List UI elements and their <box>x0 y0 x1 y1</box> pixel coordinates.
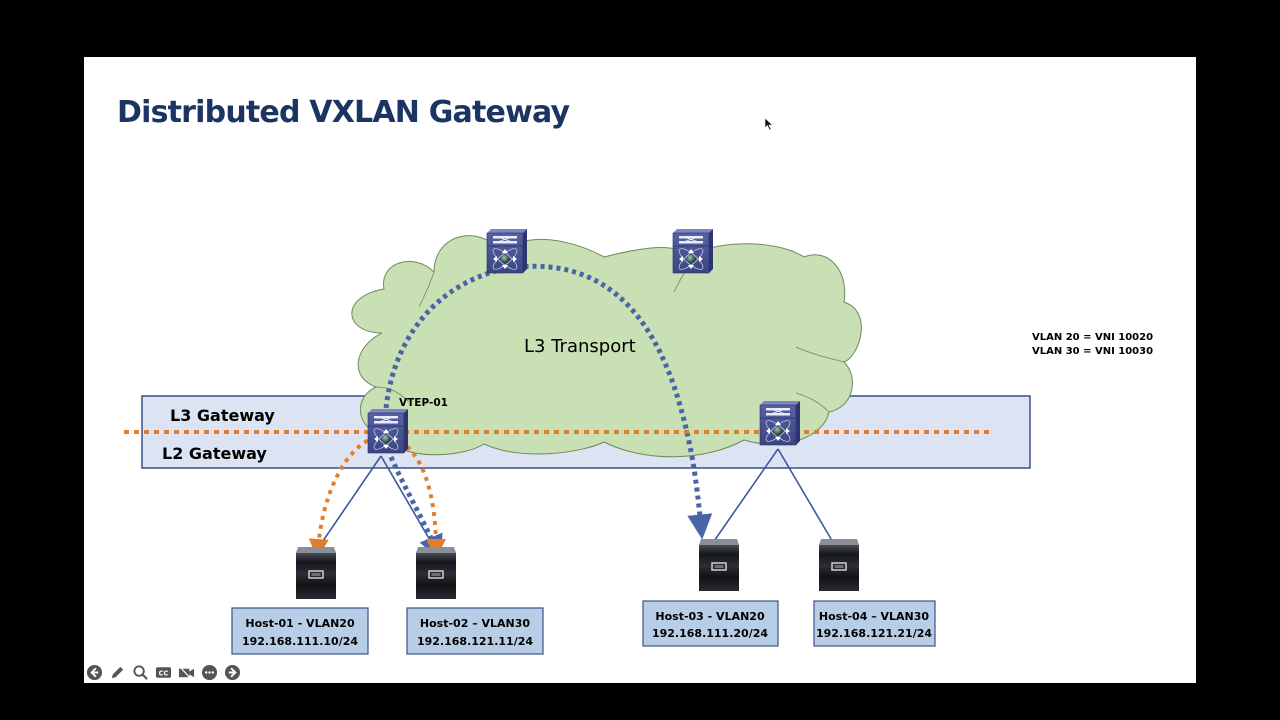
pen-icon <box>111 666 124 678</box>
server-host-01 <box>295 546 337 600</box>
camera-toggle-button[interactable] <box>178 664 195 681</box>
server-host-03 <box>698 538 740 592</box>
vni-mapping-line-2: VLAN 30 = VNI 10030 <box>1032 346 1153 357</box>
magnifier-icon <box>133 664 148 680</box>
closed-captions-icon: CC <box>155 666 172 678</box>
next-slide-button[interactable] <box>224 664 241 681</box>
previous-slide-button[interactable] <box>86 664 103 681</box>
vni-mapping-line-1: VLAN 20 = VNI 10020 <box>1032 332 1153 343</box>
arrow-left-icon <box>86 664 103 680</box>
zoom-tool-button[interactable] <box>132 664 149 681</box>
cloud-label: L3 Transport <box>524 336 636 357</box>
mouse-cursor-icon <box>764 117 774 131</box>
host-box-03: Host-03 - VLAN20 192.168.111.20/24 <box>642 600 779 647</box>
host-box-02: Host-02 – VLAN30 192.168.121.11/24 <box>406 607 544 655</box>
host-03-ip: 192.168.111.20/24 <box>652 627 768 640</box>
server-host-02 <box>415 546 457 600</box>
pen-tool-button[interactable] <box>109 664 126 681</box>
host-01-name: Host-01 - VLAN20 <box>245 617 355 630</box>
more-options-button[interactable] <box>201 664 218 681</box>
host-box-01: Host-01 - VLAN20 192.168.111.10/24 <box>231 607 369 655</box>
host-03-name: Host-03 - VLAN20 <box>655 610 765 623</box>
server-host-04 <box>818 538 860 592</box>
host-02-name: Host-02 – VLAN30 <box>420 617 530 630</box>
slide-title: Distributed VXLAN Gateway <box>117 95 570 130</box>
spine-switch-1 <box>486 228 528 274</box>
vtep-02-switch <box>759 400 801 446</box>
l2-gateway-label: L2 Gateway <box>162 444 267 463</box>
vtep-label: VTEP-01 <box>399 397 448 409</box>
host-box-04: Host-04 – VLAN30 192.168.121.21/24 <box>813 600 936 647</box>
host-01-ip: 192.168.111.10/24 <box>242 635 358 648</box>
host-02-ip: 192.168.121.11/24 <box>417 635 533 648</box>
vtep-01-switch <box>367 408 409 454</box>
host-04-name: Host-04 – VLAN30 <box>819 610 929 623</box>
network-diagram: L3 Transport L3 Gateway L2 Gateway VTEP-… <box>124 228 1153 655</box>
arrow-right-icon <box>224 664 241 680</box>
spine-switch-2 <box>672 228 714 274</box>
vtep-to-host02-blue-path <box>388 456 443 561</box>
host-04-ip: 192.168.121.21/24 <box>816 627 932 640</box>
presentation-slide: Distributed VXLAN Gateway <box>84 57 1196 683</box>
more-icon <box>201 664 218 680</box>
presenter-toolbar: CC <box>84 660 241 683</box>
l3-gateway-label: L3 Gateway <box>170 406 275 425</box>
camera-off-icon <box>178 665 195 680</box>
subtitles-button[interactable]: CC <box>155 664 172 681</box>
l2-path-to-host01 <box>308 435 377 559</box>
svg-text:CC: CC <box>159 669 169 677</box>
